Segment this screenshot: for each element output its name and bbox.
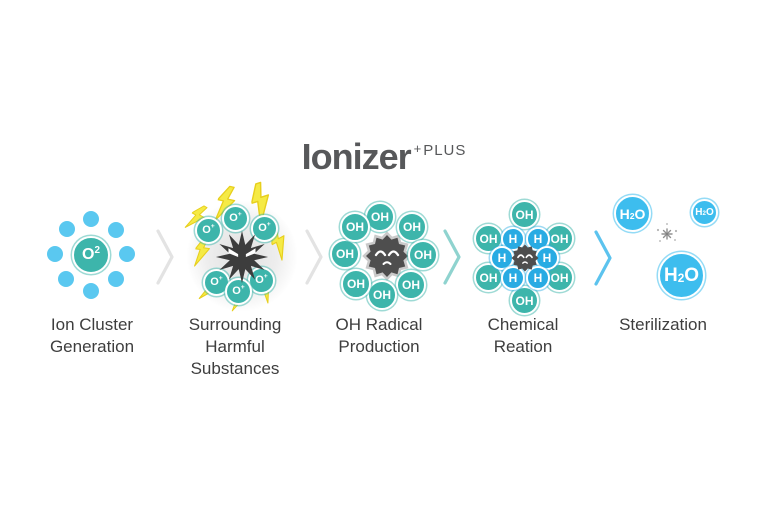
stage-label-oh-radical-production: OH Radical Production xyxy=(335,315,423,356)
o-plus-ion-badge: O+ xyxy=(222,205,249,232)
ion-dot xyxy=(83,283,99,299)
weakened-virus-icon xyxy=(511,244,539,272)
oh-radical-badge: OH xyxy=(510,200,539,229)
oh-radical-badge: OH xyxy=(367,280,397,310)
ion-dot xyxy=(47,246,63,262)
oh-radical-badge: OH xyxy=(510,286,539,315)
hydrogen-badge: H xyxy=(501,266,525,290)
chevron-right-icon xyxy=(594,230,612,286)
ion-dot xyxy=(108,271,124,287)
o-plus-ion-badge: O+ xyxy=(195,217,222,244)
title-text: Ionizer xyxy=(301,136,412,177)
chevron-right-icon xyxy=(156,229,174,285)
oh-radical-badge: OH xyxy=(408,240,438,270)
lightning-bolt-icon xyxy=(184,205,208,228)
ion-dot xyxy=(108,222,124,238)
hydrogen-badge: H xyxy=(526,266,550,290)
title-plus-suffix: +PLUS xyxy=(413,141,467,159)
oh-radical-badge: OH xyxy=(396,270,426,300)
sparkle-icon xyxy=(656,223,678,242)
weakened-virus-icon xyxy=(362,231,412,281)
ion-dot xyxy=(83,211,99,227)
ion-dot xyxy=(58,271,74,287)
oh-radical-badge: OH xyxy=(397,212,427,242)
chevron-right-icon xyxy=(443,229,461,285)
hydrogen-badge: H xyxy=(501,227,525,251)
ion-dot xyxy=(119,246,135,262)
lightning-bolt-icon xyxy=(250,181,270,226)
oh-radical-badge: OH xyxy=(340,212,370,242)
oh-radical-badge: OH xyxy=(365,202,395,232)
o2-sup: 2 xyxy=(94,244,100,256)
oh-radical-badge: OH xyxy=(330,239,360,269)
angry-virus-icon xyxy=(215,230,269,284)
page-title: Ionizer+PLUS xyxy=(0,136,768,178)
stage-label-surrounding-harmful-substances: Surrounding Harmful Substances xyxy=(188,315,282,378)
o-plus-ion-badge: O+ xyxy=(225,278,252,305)
stage-label-ion-cluster-generation: Ion Cluster Generation xyxy=(49,315,135,356)
ion-dot xyxy=(59,221,75,237)
plus-sign: + xyxy=(413,141,423,156)
o-plus-ion-badge: O+ xyxy=(251,215,278,242)
plus-text: PLUS xyxy=(423,142,467,159)
oh-radical-badge: OH xyxy=(341,269,371,299)
stage-label-chemical-reation: Chemical Reation xyxy=(487,315,559,356)
o2-base: O xyxy=(82,246,95,263)
stage-label-sterilization: Sterilization xyxy=(619,315,707,334)
chevron-right-icon xyxy=(305,229,323,285)
